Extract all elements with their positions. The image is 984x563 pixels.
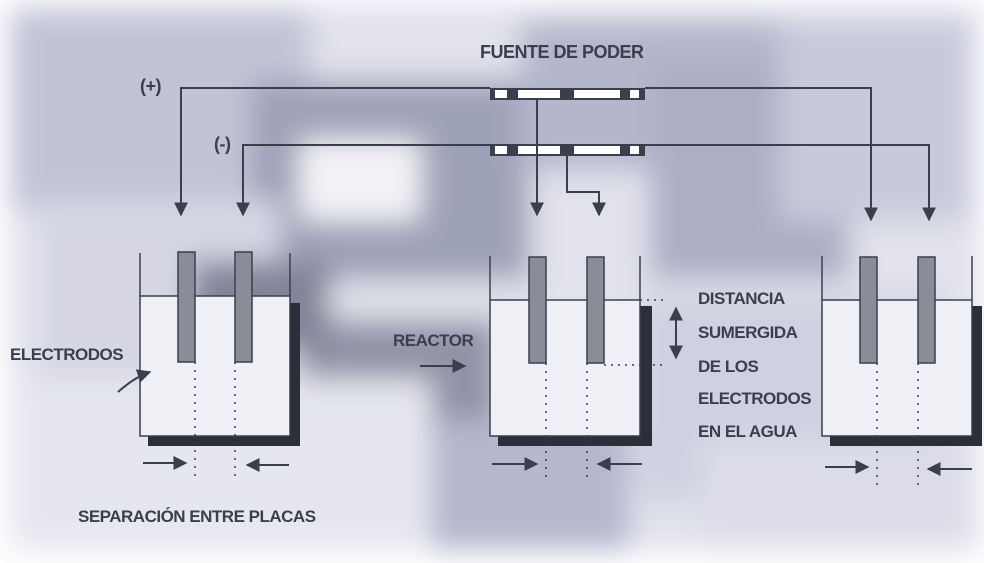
electrode: [235, 252, 252, 362]
electrode: [918, 257, 935, 363]
wire-negative-left: [243, 145, 490, 215]
submerged-distance-line: EN EL AGUA: [698, 422, 797, 441]
submerged-distance-line: ELECTRODOS: [698, 389, 811, 408]
submerged-distance-label: DISTANCIA SUMERGIDA DE LOS ELECTRODOS EN…: [698, 289, 811, 441]
reactor-label: REACTOR: [393, 331, 473, 350]
electrode: [178, 252, 195, 362]
electrode: [587, 257, 604, 363]
tank-middle: [490, 256, 676, 480]
electrodes-label: ELECTRODOS: [10, 345, 123, 364]
wire-positive-right: [645, 88, 871, 220]
power-source: [490, 88, 645, 156]
wire-negative-right: [645, 145, 929, 220]
wire-negative-middle: [567, 156, 599, 215]
electrode: [529, 257, 546, 363]
power-source-label: FUENTE DE PODER: [480, 42, 644, 62]
separation-arrows: [143, 463, 972, 469]
submerged-distance-line: DISTANCIA: [698, 289, 785, 308]
negative-label: (-): [214, 134, 231, 154]
plate-separation-label: SEPARACIÓN ENTRE PLACAS: [78, 507, 316, 526]
positive-label: (+): [140, 76, 162, 96]
power-bar-positive: [490, 88, 645, 100]
power-bar-negative: [490, 144, 645, 156]
submerged-distance-line: DE LOS: [698, 357, 758, 376]
electrode: [860, 257, 877, 363]
tank-left: [140, 252, 300, 480]
tank-right: [822, 256, 982, 485]
submerged-distance-line: SUMERGIDA: [698, 323, 798, 342]
